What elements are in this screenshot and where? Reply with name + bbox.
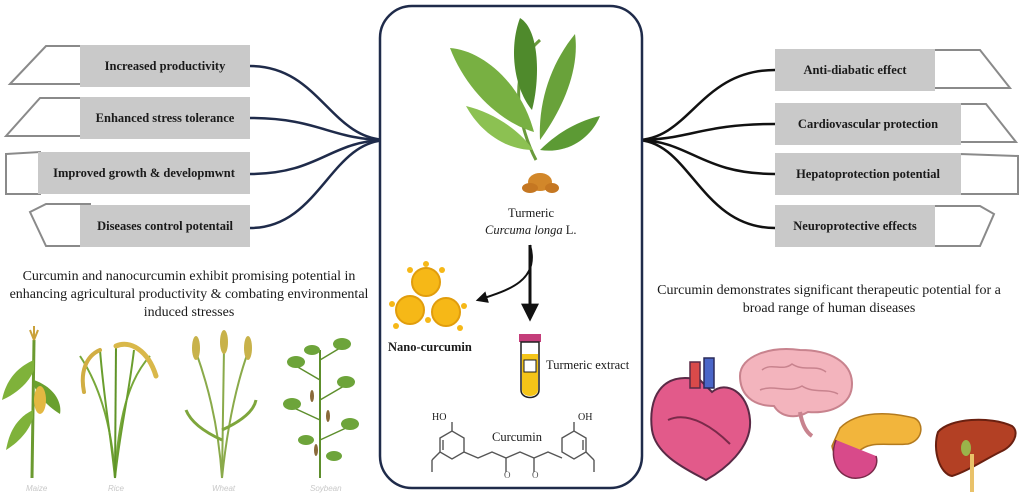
crop-label-rice: Rice (108, 484, 125, 493)
wheat-illustration (184, 330, 258, 479)
right-label-3: Hepatoprotection potential (775, 153, 961, 195)
crop-label-soybean: Soybean (310, 484, 342, 493)
brain-illustration (738, 348, 854, 438)
center-panel (378, 4, 644, 490)
turmeric-extract-label: Turmeric extract (546, 358, 630, 372)
crop-label-maize: Maize (26, 484, 48, 493)
right-tabs (929, 49, 1019, 247)
molecule-oh-label: OH (578, 412, 593, 423)
right-caption: Curcumin demonstrates significant therap… (657, 283, 1001, 316)
plant-common-name: Turmeric (508, 206, 555, 220)
nano-particles (389, 261, 467, 331)
turmeric-extract-tube (519, 334, 541, 399)
soybean-illustration (283, 338, 359, 478)
left-caption: Curcumin and nanocurcumin exhibit promis… (9, 269, 369, 320)
scientific-name-italic: Curcuma longa (485, 223, 563, 237)
maize-illustration (2, 326, 61, 479)
left-label-1: Increased productivity (80, 45, 250, 87)
molecule-ho-label: HO (432, 412, 447, 423)
right-label-1: Anti-diabatic effect (775, 49, 935, 91)
plant-scientific-name: Curcuma longa L. (485, 223, 577, 238)
left-label-4: Diseases control potentail (80, 205, 250, 247)
right-label-2: Cardiovascular protection (775, 103, 961, 145)
crop-label-wheat: Wheat (212, 484, 236, 493)
left-label-2: Enhanced stress tolerance (80, 97, 250, 139)
scientific-author: L. (565, 223, 577, 237)
pancreas-illustration (831, 412, 922, 479)
heart-illustration (650, 357, 752, 482)
arrow-to-nano (475, 244, 533, 303)
right-connectors (635, 68, 776, 230)
svg-text:O: O (532, 470, 539, 480)
liver-illustration (934, 418, 1017, 492)
curcumin-label: Curcumin (492, 430, 542, 444)
right-label-4: Neuroprotective effects (775, 205, 935, 247)
left-tabs (3, 45, 91, 247)
curcumin-structure (431, 422, 595, 472)
rice-illustration (79, 342, 159, 479)
turmeric-plant-illustration (450, 18, 600, 193)
left-connectors (249, 64, 389, 230)
left-label-3: Improved growth & developmwnt (38, 152, 250, 194)
svg-text:O: O (504, 470, 511, 480)
nano-curcumin-label: Nano-curcumin (388, 340, 472, 354)
